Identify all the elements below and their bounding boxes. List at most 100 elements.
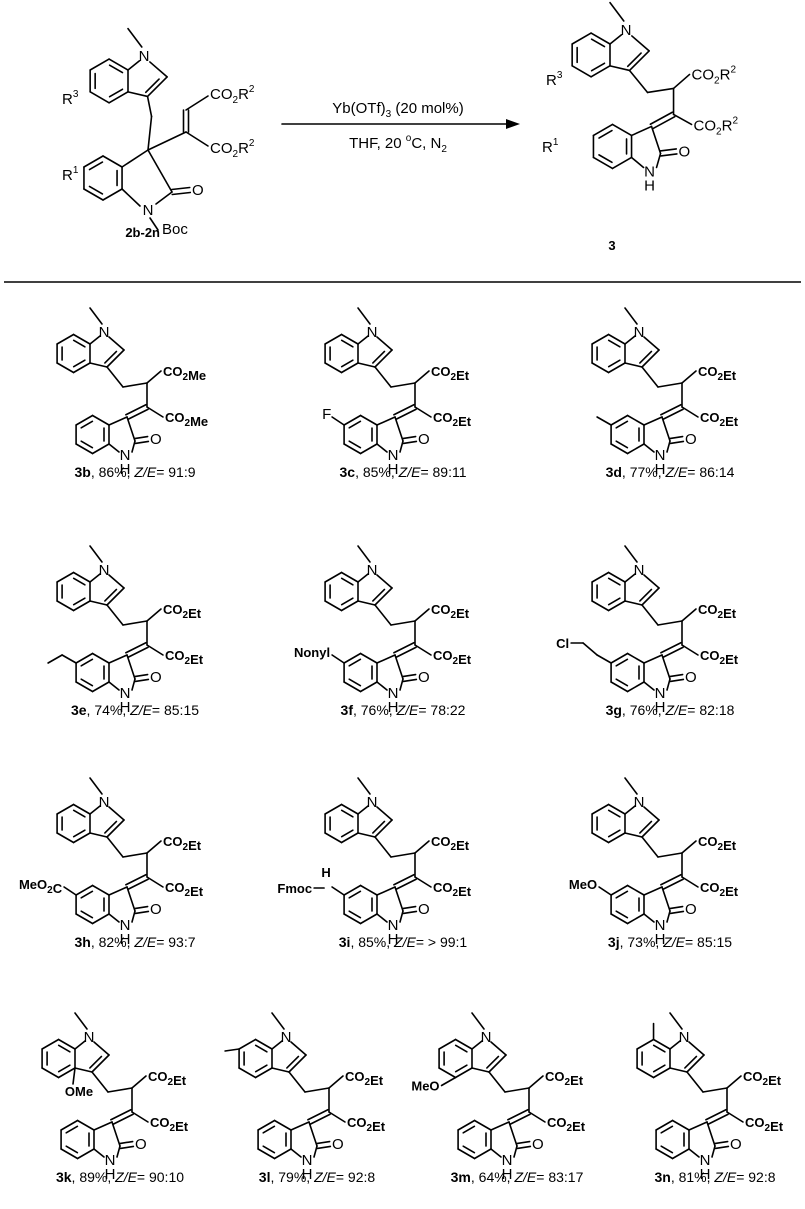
- indole-benzene-bond-inner: [340, 597, 354, 606]
- reactant-oxindole-bond: [102, 188, 123, 201]
- indole-benzene-bond-inner: [340, 829, 354, 838]
- compound-id: 3m: [451, 1169, 471, 1185]
- indole-c2-c3-bond: [641, 587, 660, 606]
- caption-3g: 3g, 76%, Z/E= 82:18: [606, 702, 735, 718]
- reactant-r1: R1: [62, 165, 79, 184]
- indole-c2-c3-bond: [488, 1054, 507, 1073]
- z-e-ratio: = 82:18: [687, 702, 734, 718]
- indole-c2-c3-bond-inner: [104, 820, 118, 834]
- indole-benzene-bond: [324, 571, 343, 583]
- indole-c2-c3-bond-inner: [639, 350, 653, 364]
- carbonyl-bond-2: [401, 905, 417, 910]
- indole-benzene-bond: [72, 362, 91, 374]
- ester-bottom-label: CO2Et: [700, 880, 739, 899]
- oxindole-benzene-bond: [671, 1148, 690, 1160]
- carbonyl-bond-2: [133, 435, 149, 440]
- oxindole-c7a-n-bond: [376, 443, 388, 453]
- compound-id: 3i: [339, 934, 351, 950]
- ester-top-bond: [146, 370, 162, 384]
- indole-benzene-bond: [607, 832, 626, 844]
- indole-benzene-bond-inner: [72, 809, 86, 818]
- oxindole-c3-c3a-bond: [490, 1121, 510, 1131]
- indole-benzene-bond-inner: [254, 1064, 268, 1073]
- oxindole-n-c2-bond: [666, 910, 671, 923]
- ch2-bond: [91, 1071, 109, 1093]
- carbonyl-bond: [402, 910, 418, 915]
- indole-benzene-bond: [108, 91, 129, 104]
- reactant-ester-top-bond: [185, 95, 209, 111]
- z-e-ratio: = 86:14: [687, 464, 734, 480]
- oxindole-benzene-bond: [473, 1148, 492, 1160]
- indole-benzene-bond: [591, 803, 610, 815]
- indole-c2-c3-bond-inner: [639, 820, 653, 834]
- indole-benzene-bond: [72, 571, 91, 583]
- oxindole-c3-c3a-bond: [376, 416, 396, 426]
- compound-id: 3d: [606, 464, 622, 480]
- reaction-arrow-head: [506, 119, 520, 129]
- caption-3h: 3h, 82%, Z/E= 93:7: [74, 934, 195, 950]
- oxindole-benzene-bond-inner: [262, 1125, 276, 1134]
- ch-bond: [390, 620, 416, 626]
- oxindole-n-c2-bond: [131, 910, 136, 923]
- oxindole-benzene-bond-inner: [615, 658, 629, 667]
- ester-top-label: CO2Et: [743, 1069, 782, 1088]
- meo2c-substituent: MeO2C: [19, 877, 63, 896]
- ch2-bond: [288, 1071, 306, 1093]
- oxindole-c3-c2-bond: [508, 1121, 518, 1147]
- ester-top-label: CO2Et: [163, 602, 202, 621]
- oxindole-c3-c3a-bond: [376, 886, 396, 896]
- indole-c2-c3-bond: [374, 587, 393, 606]
- carbonyl-bond: [119, 1145, 135, 1150]
- ch2-bond: [641, 366, 659, 388]
- indole-benzene-bond: [238, 1067, 257, 1079]
- ch2-bond: [106, 836, 124, 858]
- exocyclic-alkene-bond: [393, 403, 415, 416]
- indole-benzene-bond-inner: [108, 64, 124, 74]
- oxindole-benzene-bond-inner: [262, 1145, 276, 1154]
- oxindole-benzene-bond: [610, 681, 629, 693]
- indole-c2-c3-bond-inner: [639, 588, 653, 602]
- product-o: O: [679, 143, 691, 160]
- n-methyl-bond: [271, 1012, 285, 1030]
- oxindole-n-c2-bond: [313, 1145, 318, 1158]
- reactant-ester-top: CO2R2: [210, 84, 255, 106]
- ester-bottom-label: CO2Et: [433, 648, 472, 667]
- oxindole-benzene-bond-inner: [80, 658, 94, 667]
- compound-yield: , 81%,: [671, 1169, 715, 1185]
- nonyl-bond: [331, 654, 345, 664]
- indole-n-c2-bond: [688, 1041, 705, 1056]
- indole-benzene-bond-inner: [57, 1044, 71, 1053]
- indole-benzene-bond: [591, 571, 610, 583]
- reactant-oxindole-bond-inner: [88, 161, 104, 171]
- indole-benzene-bond: [57, 1067, 76, 1079]
- indole-c2-c3-bond-inner: [144, 78, 160, 94]
- indole-c7a-n-bond: [669, 1040, 681, 1050]
- indole-c3-c3a-bond: [89, 362, 108, 368]
- compound-yield: , 77%,: [622, 464, 666, 480]
- ch2-bond: [641, 836, 659, 858]
- exocyclic-alkene-bond: [507, 1108, 529, 1121]
- product-exocyclic-alkene-2: [651, 115, 676, 130]
- ester-top-label: CO2Et: [148, 1069, 187, 1088]
- carbonyl-o-atom: O: [730, 1136, 742, 1153]
- oxindole-benzene-bond: [610, 884, 629, 896]
- compound-yield: , 64%,: [471, 1169, 515, 1185]
- z-e-ratio: = 83:17: [536, 1169, 583, 1185]
- indole-c2-c3-bond: [146, 76, 168, 98]
- indole-c2-c3-bond-inner: [89, 1055, 103, 1069]
- oxindole-h-atom: H: [388, 699, 399, 716]
- indole-benzene-bond-inner: [607, 809, 621, 818]
- indole-benzene-bond: [652, 1038, 671, 1050]
- oxindole-c3-c2-bond: [706, 1121, 716, 1147]
- indole-benzene-bond-inner: [454, 1064, 468, 1073]
- oxindole-benzene-bond-inner: [462, 1125, 476, 1134]
- indole-c3-c3a-bond: [89, 832, 108, 838]
- ester-top-bond: [146, 608, 162, 622]
- exocyclic-alkene-bond-2: [707, 1113, 729, 1126]
- indole-benzene-bond: [652, 1067, 671, 1079]
- oxindole-benzene-bond: [626, 884, 645, 896]
- carbonyl-bond: [402, 440, 418, 445]
- ester-top-bond: [681, 370, 697, 384]
